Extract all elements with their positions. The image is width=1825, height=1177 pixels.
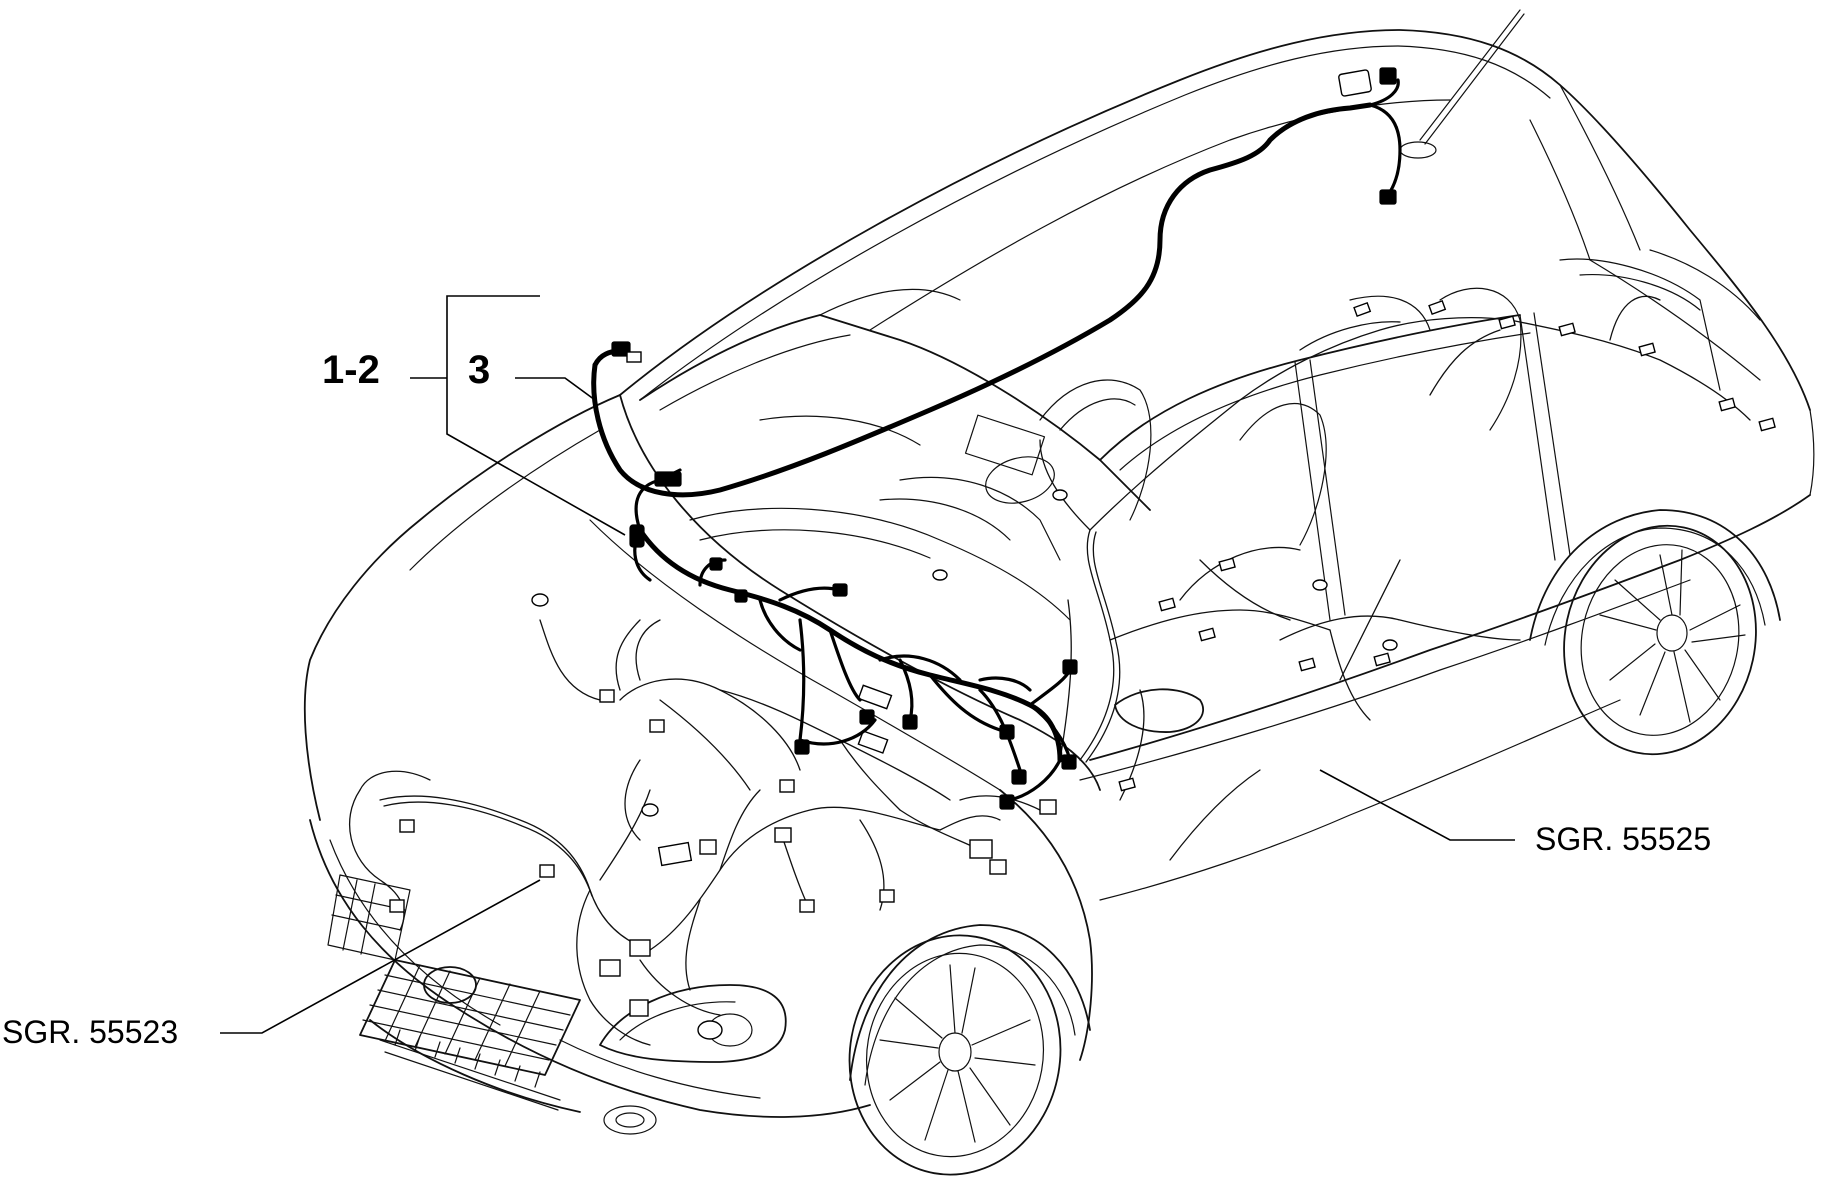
engine-bay-connectors xyxy=(389,593,1057,1040)
dashboard-harness-connectors xyxy=(629,471,1078,810)
callout-1-2: 1-2 xyxy=(322,348,380,392)
callout-leaders xyxy=(220,295,1515,1034)
callout-3: 3 xyxy=(468,348,490,392)
dashboard-harness-1-2 xyxy=(633,468,1072,802)
engine-bay-harness xyxy=(348,619,1041,1046)
body-harness-connectors xyxy=(932,299,1776,792)
body-harness-thin xyxy=(1039,295,1751,861)
callout-sgr-55523: SGR. 55523 xyxy=(2,1014,178,1050)
car-body-outline xyxy=(303,9,1815,1135)
roof-harness-3 xyxy=(591,78,1402,498)
roof-harness-connectors xyxy=(611,67,1397,363)
front-wheel xyxy=(848,934,1062,1176)
rear-wheel xyxy=(1563,524,1757,756)
callout-sgr-55525: SGR. 55525 xyxy=(1535,821,1711,857)
